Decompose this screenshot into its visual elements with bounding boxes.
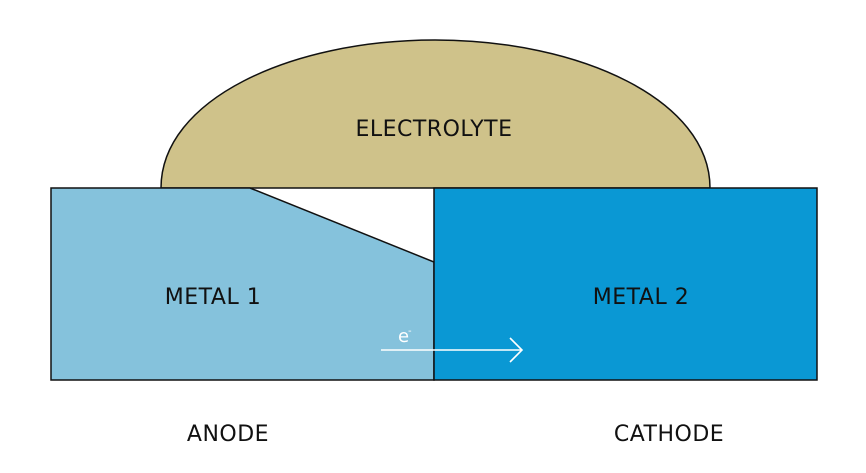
metal-2-block [433, 187, 818, 381]
electron-charge: - [408, 326, 412, 337]
arrow-head-icon [509, 337, 524, 363]
metal-2-label: METAL 2 [593, 285, 689, 310]
metal-1-label: METAL 1 [165, 285, 261, 310]
electron-symbol: e [398, 326, 409, 347]
anode-label: ANODE [187, 422, 269, 447]
electrolyte-shape [160, 39, 711, 189]
cathode-label: CATHODE [614, 422, 724, 447]
metal-1-block [50, 187, 435, 381]
electrolyte-label: ELECTROLYTE [355, 117, 512, 142]
electron-flow: e - [381, 326, 524, 363]
